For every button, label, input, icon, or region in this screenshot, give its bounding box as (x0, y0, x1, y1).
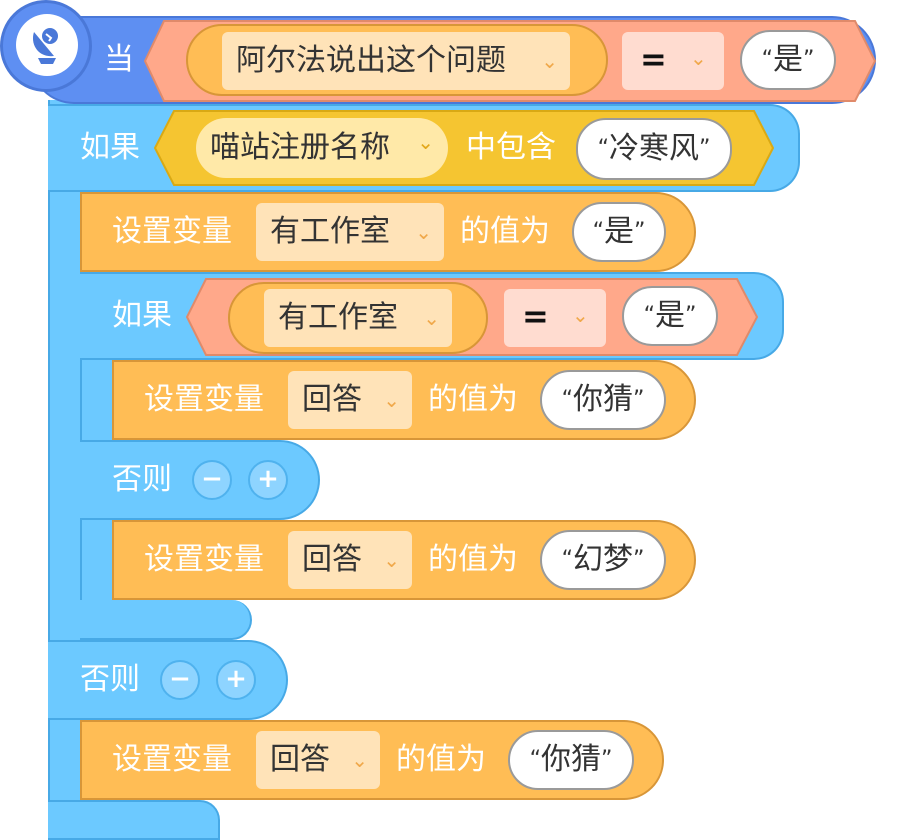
value-label: 的值为 (396, 742, 486, 777)
minus-icon: − (201, 464, 223, 494)
else-label: 否则 (112, 462, 172, 497)
quote-open: “ (597, 136, 609, 161)
chevron-down-icon: ⌄ (572, 303, 589, 327)
set-value-literal[interactable]: “是” (572, 202, 666, 262)
quote-open: “ (761, 47, 773, 72)
variable-dropdown-label: 回答 (270, 742, 330, 777)
add-else-button[interactable]: + (248, 460, 288, 500)
inner-value: 是 (655, 298, 685, 333)
hat-value-literal[interactable]: “是” (740, 30, 836, 90)
if-outer-bottom-cap (48, 800, 220, 840)
variable-dropdown-label: 回答 (302, 542, 362, 577)
hat-question-dropdown[interactable]: 阿尔法说出这个问题 ⌄ (222, 32, 570, 90)
quote-open: “ (643, 303, 655, 328)
quote-open: “ (529, 747, 541, 772)
plus-icon: + (225, 664, 247, 694)
sensing-dropdown-label: 喵站注册名称 (210, 130, 390, 165)
quote-open: “ (561, 547, 573, 572)
quote-close: ” (699, 136, 711, 161)
set-value-literal[interactable]: “幻梦” (540, 530, 666, 590)
chevron-down-icon: ⌄ (417, 130, 434, 154)
remove-else-button[interactable]: − (160, 660, 200, 700)
chevron-down-icon: ⌄ (541, 49, 558, 73)
chevron-down-icon: ⌄ (423, 306, 440, 330)
set-value-literal[interactable]: “你猜” (508, 730, 634, 790)
minus-icon: − (169, 664, 191, 694)
quote-close: ” (634, 219, 646, 244)
variable-dropdown[interactable]: 回答 ⌄ (288, 371, 412, 429)
inner-operator-dropdown[interactable]: = ⌄ (504, 289, 606, 347)
hat-operator-dropdown[interactable]: = ⌄ (622, 32, 724, 90)
chevron-down-icon: ⌄ (415, 220, 432, 244)
variable-dropdown-label: 回答 (302, 382, 362, 417)
if-inner-bottom-cap (80, 600, 252, 640)
hat-icon-inner (16, 14, 78, 76)
quote-close: ” (633, 547, 645, 572)
if-outer-label: 如果 (80, 130, 140, 165)
if-outer-value: 冷寒风 (609, 131, 699, 166)
set-value-literal[interactable]: “你猜” (540, 370, 666, 430)
quote-close: ” (601, 747, 613, 772)
else-label: 否则 (80, 662, 140, 697)
variable-dropdown-label: 有工作室 (270, 214, 390, 249)
set-variable-label: 设置变量 (144, 542, 264, 577)
if-outer-value-literal[interactable]: “冷寒风” (576, 118, 732, 180)
chevron-down-icon: ⌄ (690, 46, 707, 70)
set-variable-label: 设置变量 (144, 382, 264, 417)
hat-value: 是 (773, 42, 803, 77)
remove-else-button[interactable]: − (192, 460, 232, 500)
set-variable-label: 设置变量 (112, 214, 232, 249)
variable-dropdown[interactable]: 回答 ⌄ (288, 531, 412, 589)
operator-equals: = (522, 297, 549, 335)
hat-label: 当 (104, 42, 134, 77)
chevron-down-icon: ⌄ (383, 388, 400, 412)
variable-dropdown[interactable]: 回答 ⌄ (256, 731, 380, 789)
quote-close: ” (633, 387, 645, 412)
sensing-dropdown[interactable]: 喵站注册名称 ⌄ (196, 118, 448, 178)
chevron-down-icon: ⌄ (383, 548, 400, 572)
set-variable-label: 设置变量 (112, 742, 232, 777)
contains-label: 中包含 (466, 130, 556, 165)
value-label: 的值为 (428, 542, 518, 577)
set-value: 是 (604, 214, 634, 249)
quote-open: “ (561, 387, 573, 412)
if-inner-label: 如果 (112, 298, 172, 333)
set-value: 幻梦 (573, 542, 633, 577)
value-label: 的值为 (460, 214, 550, 249)
value-label: 的值为 (428, 382, 518, 417)
inner-value-literal[interactable]: “是” (622, 286, 718, 346)
add-else-button[interactable]: + (216, 660, 256, 700)
inner-variable-dropdown[interactable]: 有工作室 ⌄ (264, 289, 452, 347)
hat-question-dropdown-label: 阿尔法说出这个问题 (236, 43, 506, 78)
operator-equals: = (640, 40, 667, 78)
quote-close: ” (803, 47, 815, 72)
quote-close: ” (685, 303, 697, 328)
chevron-down-icon: ⌄ (351, 748, 368, 772)
satellite-dish-icon (32, 28, 58, 64)
set-value: 你猜 (573, 382, 633, 417)
quote-open: “ (592, 219, 604, 244)
inner-variable-dropdown-label: 有工作室 (278, 300, 398, 335)
plus-icon: + (257, 464, 279, 494)
set-value: 你猜 (541, 742, 601, 777)
variable-dropdown[interactable]: 有工作室 ⌄ (256, 203, 444, 261)
